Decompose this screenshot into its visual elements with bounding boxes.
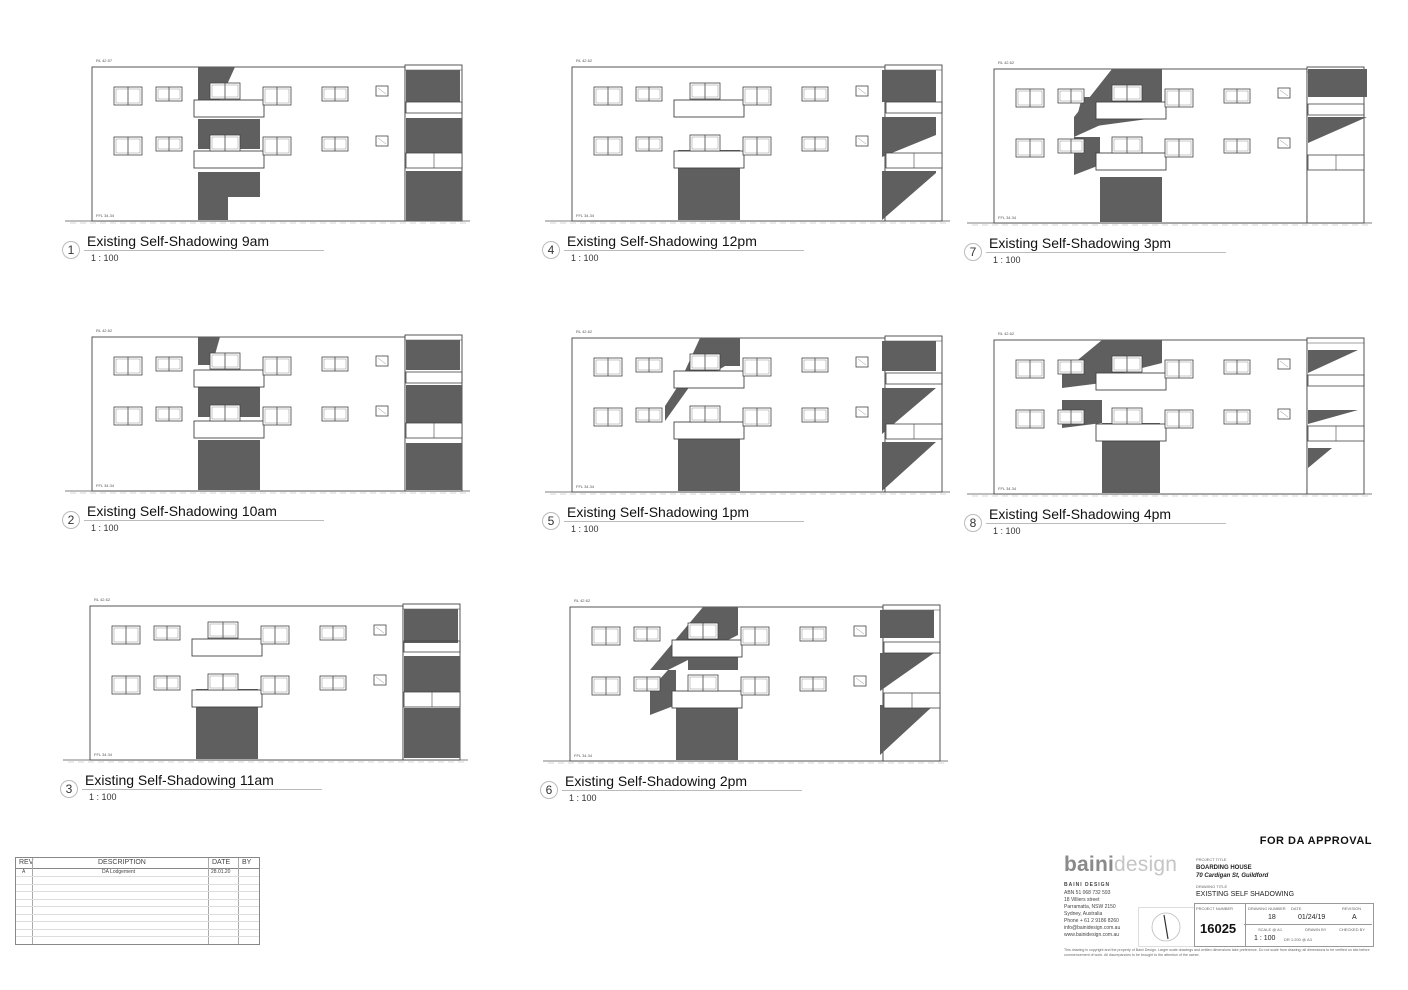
elevation-drawing — [65, 334, 470, 494]
view-scale: 1 : 100 — [993, 526, 1021, 536]
roof-level-tag: RL 42.62 — [576, 329, 593, 334]
view-number: 1 — [62, 241, 80, 259]
project-title: BOARDING HOUSE — [1196, 865, 1252, 871]
view-number: 4 — [542, 241, 560, 259]
title-block: FOR DA APPROVAL bainidesign BAINI DESIGN… — [1062, 835, 1374, 965]
view-scale: 1 : 100 — [91, 523, 119, 533]
description-cell: DA Lodgement — [102, 869, 136, 875]
revision-value: A — [1352, 914, 1357, 921]
view-scale: 1 : 100 — [91, 253, 119, 263]
date-header: DATE — [212, 859, 231, 866]
date-cell: 28.01.20 — [211, 869, 231, 875]
company-web: www.bainidesign.com.au — [1064, 932, 1120, 938]
floor-level-tag: FFL 34.34 — [574, 753, 593, 758]
drawn-by-label: DRAWN BY — [1305, 927, 1327, 932]
company-address-3: Sydney, Australia — [1064, 911, 1103, 917]
view-number: 6 — [540, 781, 558, 799]
view-title: Existing Self-Shadowing 10am — [87, 503, 277, 519]
floor-level-tag: FFL 34.34 — [998, 486, 1017, 491]
rev-header: REV — [19, 859, 34, 866]
roof-level-tag: RL 42.62 — [998, 331, 1015, 336]
view-title: Existing Self-Shadowing 2pm — [565, 773, 748, 789]
roof-level-tag: RL 42.62 — [94, 597, 111, 602]
view-scale: 1 : 100 — [89, 792, 117, 802]
revision-label: REVISION — [1342, 906, 1362, 911]
roof-level-tag: RL 42.62 — [576, 58, 593, 63]
elevation-drawing — [65, 64, 470, 224]
roof-level-tag: RL 42.62 — [574, 598, 591, 603]
rev-cell: A — [22, 869, 26, 875]
company-address-2: Parramatta, NSW 2150 — [1064, 904, 1116, 910]
company-phone: Phone + 61 2 9186 8260 — [1064, 918, 1119, 924]
view-title: Existing Self-Shadowing 11am — [85, 772, 274, 788]
elevation-drawing — [967, 337, 1372, 497]
floor-level-tag: FFL 34.34 — [576, 484, 595, 489]
roof-level-tag: RL 42.62 — [998, 60, 1015, 65]
view-scale: 1 : 100 — [993, 255, 1021, 265]
view-number: 2 — [62, 511, 80, 529]
drawing-title-label: DRAWING TITLE — [1196, 884, 1228, 889]
elevation-drawing — [967, 66, 1372, 226]
view-number: 8 — [964, 514, 982, 532]
scale-value: 1 : 100 — [1254, 935, 1276, 942]
view-title: Existing Self-Shadowing 9am — [87, 233, 270, 249]
company-abn: ABN 51 068 732 593 — [1064, 890, 1111, 896]
drawing-number: 18 — [1268, 914, 1276, 921]
project-title-label: PROJECT TITLE — [1196, 857, 1227, 862]
copyright-disclaimer: This drawing is copyright and the proper… — [1064, 948, 1370, 957]
elevation-drawing — [543, 604, 948, 764]
checked-by-label: CHECKED BY — [1339, 927, 1366, 932]
floor-level-tag: FFL 34.34 — [576, 213, 595, 218]
project-address: 70 Cardigan St, Guildford — [1196, 873, 1269, 879]
north-point — [1138, 907, 1195, 947]
view-scale: 1 : 100 — [569, 793, 597, 803]
view-title: Existing Self-Shadowing 3pm — [989, 235, 1172, 251]
elevation-drawing — [545, 64, 950, 224]
drawing-number-label: DRAWING NUMBER — [1248, 906, 1286, 911]
view-title: Existing Self-Shadowing 4pm — [989, 506, 1172, 522]
floor-level-tag: FFL 34.34 — [96, 213, 115, 218]
floor-level-tag: FFL 34.34 — [96, 483, 115, 488]
floor-level-tag: FFL 34.34 — [94, 752, 113, 757]
view-scale: 1 : 100 — [571, 253, 599, 263]
elevation-drawing — [545, 335, 950, 495]
view-scale: 1 : 100 — [571, 524, 599, 534]
drawing-title: EXISTING SELF SHADOWING — [1196, 891, 1295, 898]
view-title: Existing Self-Shadowing 1pm — [567, 504, 750, 520]
date-label: DATE — [1291, 906, 1302, 911]
north-arrow-icon — [1151, 912, 1181, 942]
revision-table: REV DESCRIPTION DATE BY A DA Lodgement 2… — [15, 857, 260, 945]
view-number: 5 — [542, 512, 560, 530]
roof-level-tag: RL 42.57 — [96, 58, 113, 63]
scale-label: SCALE @ A1 — [1258, 927, 1283, 932]
view-number: 3 — [60, 780, 78, 798]
project-number-label: PROJECT NUMBER — [1196, 906, 1234, 911]
approval-status: FOR DA APPROVAL — [1259, 835, 1372, 847]
company-logo: bainidesign — [1064, 853, 1178, 876]
view-number: 7 — [964, 243, 982, 261]
elevation-drawing — [63, 603, 468, 763]
company-name: BAINI DESIGN — [1064, 882, 1111, 888]
by-header: BY — [242, 859, 252, 866]
roof-level-tag: RL 42.62 — [96, 328, 113, 333]
floor-level-tag: FFL 34.34 — [998, 215, 1017, 220]
revision-row: A DA Lodgement 28.01.20 — [16, 868, 259, 876]
project-number: 16025 — [1200, 921, 1237, 936]
view-title: Existing Self-Shadowing 12pm — [567, 233, 757, 249]
scale-note: DR 1:200 @ A3 — [1284, 937, 1312, 942]
description-header: DESCRIPTION — [98, 859, 146, 866]
company-email: info@bainidesign.com.au — [1064, 925, 1121, 931]
company-address-1: 18 Villiers street — [1064, 897, 1100, 903]
drawing-date: 01/24/19 — [1298, 914, 1326, 921]
